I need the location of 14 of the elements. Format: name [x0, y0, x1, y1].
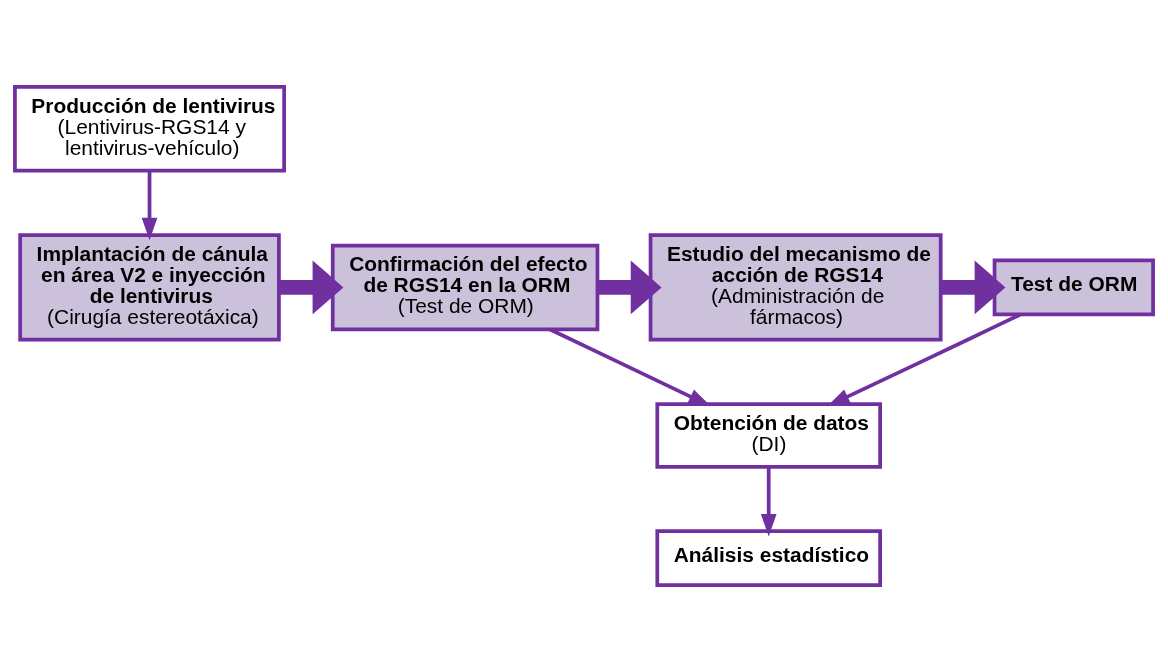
node-box: Test de ORM: [992, 258, 1155, 316]
arrow: [760, 466, 777, 537]
node-box: Implantación de cánula en área V2 e inyección de lentivirus (Cirugía estereotáxica): [18, 232, 281, 342]
arrow: [278, 259, 344, 314]
node-box: Estudio del mecanismo de acción de RGS14 (Administración de fármacos): [648, 232, 943, 342]
node-box: Análisis estadístico: [655, 528, 882, 587]
arrow: [598, 259, 662, 314]
node-box: Producción de lentivirus (Lentivirus-RGS14 y lentivirus-vehículo): [13, 84, 286, 173]
node-box: Confirmación del efecto de RGS14 en la ORM (Test de ORM): [330, 243, 600, 331]
node-box: Obtención de datos (DI): [655, 401, 882, 469]
arrow: [941, 259, 1006, 314]
arrow: [141, 170, 158, 240]
arrow: [548, 327, 711, 406]
arrow: [827, 312, 1022, 406]
